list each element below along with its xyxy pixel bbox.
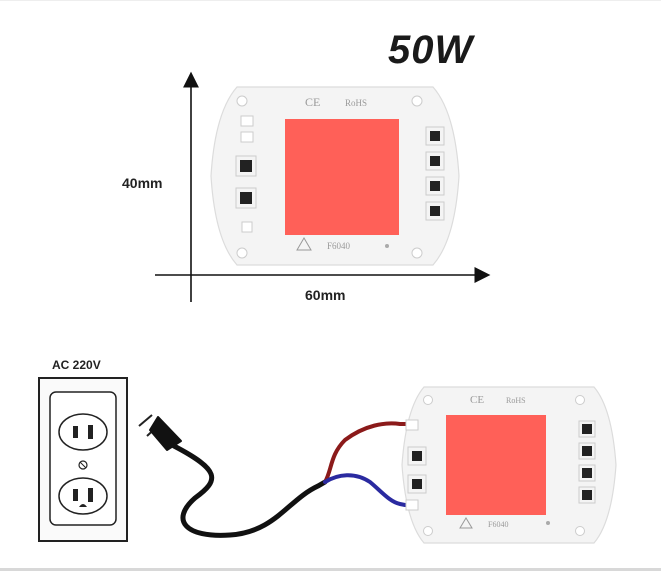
black-cable [171, 443, 328, 538]
led-cob-board-top: CE RoHS F6040 [210, 86, 460, 266]
width-dimension-label: 60mm [305, 287, 346, 303]
bottom-border [0, 568, 661, 571]
rohs-mark-bottom: RoHS [506, 396, 526, 405]
wattage-title: 50W [388, 28, 474, 72]
power-plug-icon [138, 414, 182, 451]
power-source-label: AC 220V [52, 358, 101, 372]
model-mark: F6040 [327, 241, 351, 251]
lower-socket [58, 477, 108, 515]
live-wire [323, 421, 408, 484]
neutral-wire [323, 473, 407, 507]
rohs-mark: RoHS [345, 98, 367, 108]
upper-socket [58, 413, 108, 451]
height-dimension-label: 40mm [122, 175, 163, 191]
ce-mark: CE [305, 95, 320, 109]
top-border [0, 0, 661, 1]
ce-mark-bottom: CE [470, 394, 484, 406]
led-cob-board-bottom: CE RoHS F6040 [401, 386, 617, 544]
wall-outlet [38, 377, 128, 542]
model-mark-bottom: F6040 [488, 520, 508, 529]
